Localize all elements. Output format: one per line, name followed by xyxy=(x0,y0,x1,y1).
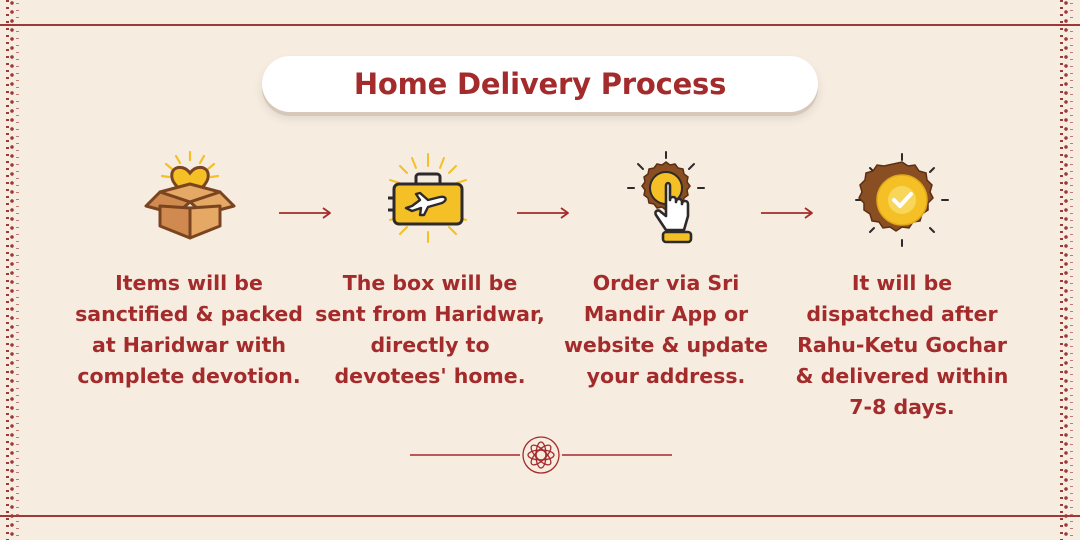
step-2-description: The box will be sent from Haridwar, dire… xyxy=(315,271,545,388)
tap-finger-icon xyxy=(627,151,705,244)
left-border-pattern xyxy=(0,0,26,540)
arrow-right-icon xyxy=(279,207,331,219)
step-1-description: Items will be sanctified & packed at Har… xyxy=(75,271,303,388)
mandala-divider-ornament xyxy=(410,436,672,474)
gift-box-heart-icon xyxy=(144,150,236,240)
arrow-right-icon xyxy=(517,207,569,219)
step-3-description: Order via Sri Mandir App or website & up… xyxy=(563,271,769,388)
step-4-description: It will be dispatched after Rahu-Ketu Go… xyxy=(795,271,1009,419)
top-divider-line xyxy=(0,24,1080,26)
bottom-divider-line xyxy=(0,515,1080,517)
arrow-right-icon xyxy=(761,207,813,219)
page-title: Home Delivery Process xyxy=(353,67,727,101)
right-border-pattern xyxy=(1054,0,1080,540)
title-pill: Home Delivery Process xyxy=(262,56,818,112)
plane-suitcase-icon xyxy=(388,153,467,243)
check-badge-icon xyxy=(855,153,949,247)
